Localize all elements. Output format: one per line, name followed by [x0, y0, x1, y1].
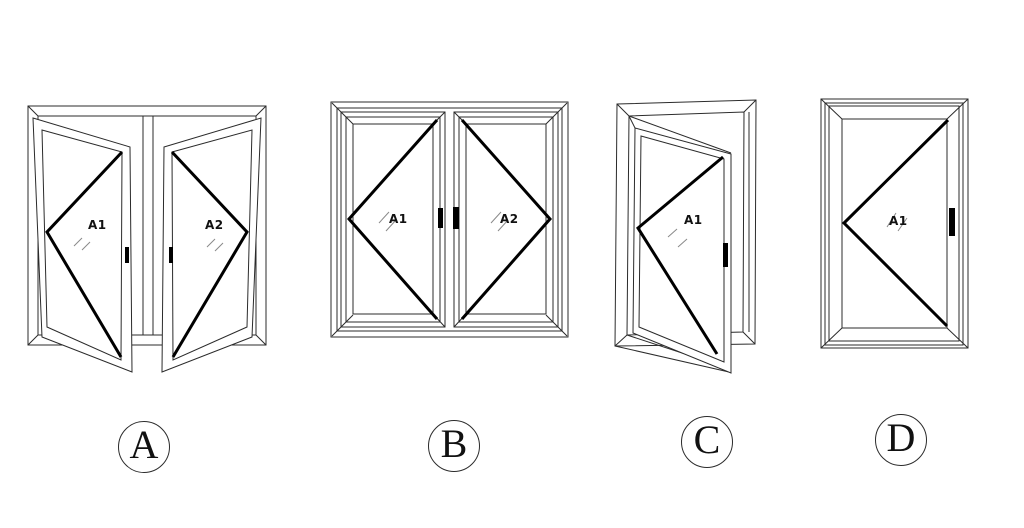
glass-mark-icon — [667, 228, 688, 248]
glass-outline — [352, 123, 434, 315]
handle-icon — [723, 243, 728, 267]
handle-icon — [169, 247, 173, 263]
sash-label: A1 — [389, 212, 408, 226]
window-frame — [330, 101, 569, 338]
option-a: A1 A2 A — [26, 104, 270, 484]
sash-label: A2 — [500, 212, 519, 226]
sash-inner-outline — [638, 135, 725, 363]
sash-a2-open: A2 — [161, 117, 262, 373]
sash-label: A1 — [88, 218, 107, 232]
hinge-chevron — [460, 119, 553, 320]
glass-outline — [841, 118, 948, 329]
option-badge-d[interactable]: D — [875, 414, 927, 466]
sash-a1-open: A1 — [32, 117, 133, 373]
hinge-chevron — [45, 150, 124, 358]
window-drawing-c: A1 — [614, 99, 757, 374]
head-reveal-lines — [628, 115, 732, 154]
frame-corner-miters — [331, 102, 568, 337]
sash-inner-outline — [41, 129, 123, 361]
window-drawing-a: A1 A2 — [27, 105, 267, 373]
option-letter: D — [886, 415, 916, 460]
glass-mark-icon — [378, 211, 397, 232]
sash-inner-outline — [171, 129, 253, 361]
sash-outline — [828, 105, 960, 342]
hinge-chevron — [346, 119, 439, 320]
option-c: A1 C — [610, 96, 760, 476]
window-frame — [614, 99, 757, 373]
sash-a2: A2 — [453, 111, 559, 328]
option-d: A1 D — [819, 97, 971, 477]
sash-a1-open: A1 — [632, 127, 732, 374]
sash-a1: A1 — [841, 118, 955, 328]
frame-inner — [336, 107, 563, 332]
option-letter: C — [693, 417, 721, 462]
frame-corner-miters — [614, 99, 757, 347]
window-frame — [27, 105, 267, 346]
glass-mark-icon — [886, 212, 908, 232]
hinge-chevron — [170, 150, 249, 358]
sash-outline — [340, 111, 446, 328]
handle-icon — [949, 208, 955, 236]
glass-mark-icon — [490, 211, 509, 232]
frame-outer — [27, 105, 267, 346]
option-b: A1 A2 B — [329, 100, 571, 480]
frame-corner-miters — [27, 105, 267, 346]
handle-icon — [438, 208, 443, 228]
handle-icon — [453, 207, 459, 229]
option-letter: B — [440, 421, 468, 466]
hinge-chevron — [636, 155, 724, 355]
center-mullion — [142, 116, 154, 335]
option-badge-c[interactable]: C — [681, 416, 733, 468]
sash-label: A1 — [889, 214, 908, 228]
sash-label: A1 — [684, 213, 703, 227]
window-drawing-b: A1 A2 — [330, 101, 569, 338]
frame-inner — [824, 102, 964, 346]
window-frame — [820, 98, 969, 349]
hinge-chevron — [841, 118, 950, 328]
frame-outer — [820, 98, 969, 349]
sash-label: A2 — [205, 218, 224, 232]
glass-outline — [465, 123, 547, 315]
frame-outer — [330, 101, 569, 338]
option-badge-b[interactable]: B — [428, 420, 480, 472]
window-drawing-d: A1 — [820, 98, 969, 349]
option-badge-a[interactable]: A — [118, 421, 170, 473]
option-letter: A — [129, 422, 159, 467]
handle-icon — [125, 247, 129, 263]
glass-mark-icon — [73, 237, 91, 251]
sash-a1: A1 — [340, 111, 446, 328]
frame-corner-miters — [820, 98, 969, 349]
glass-mark-icon — [206, 238, 224, 252]
